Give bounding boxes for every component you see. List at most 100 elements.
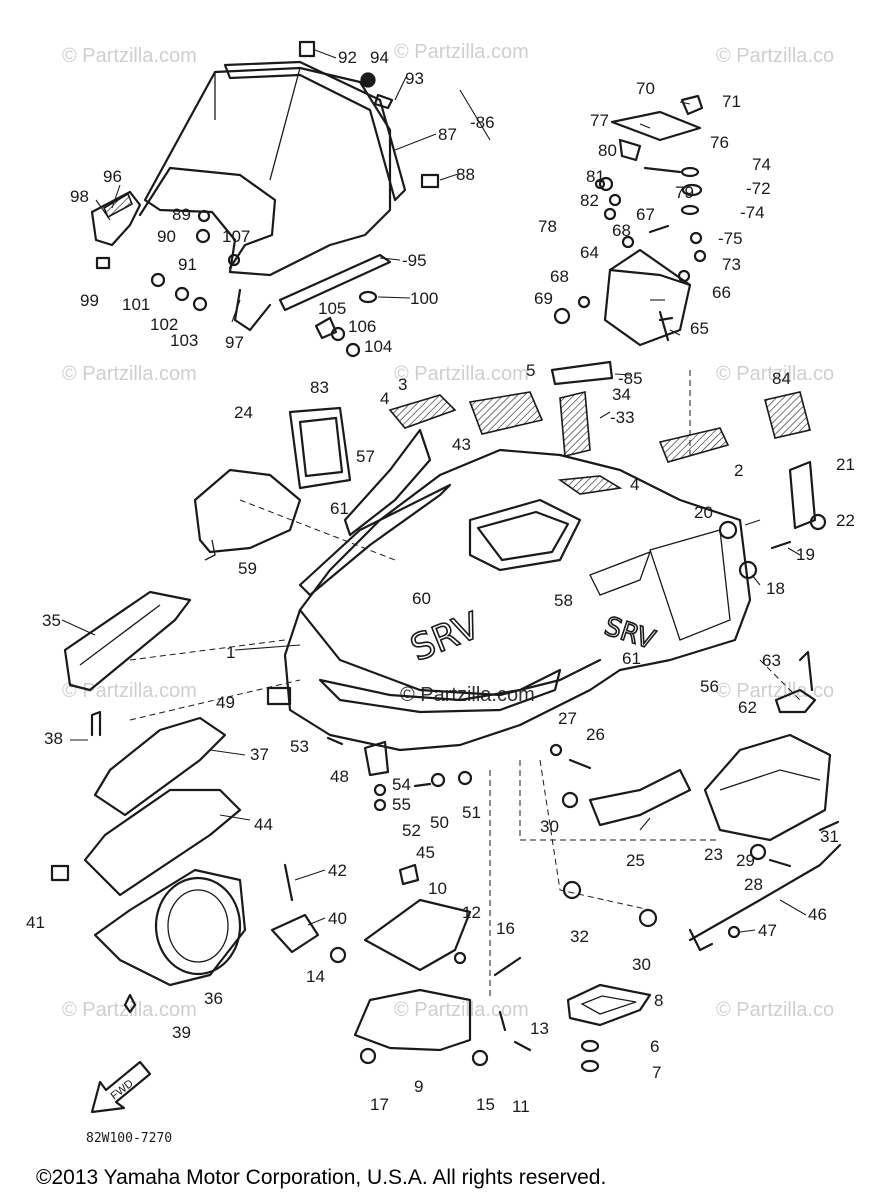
hood-assembly: SRV SRV (193, 360, 827, 752)
damper-40 (270, 913, 320, 954)
callout-68a: 68 (612, 221, 631, 240)
nut-7 (580, 1059, 600, 1073)
plate-44 (83, 788, 242, 897)
callout-84: 84 (772, 369, 791, 388)
windshield-frame (138, 166, 277, 270)
washer-50 (430, 772, 446, 788)
callout-1: 1 (226, 643, 235, 662)
screw-101 (150, 272, 166, 288)
air-vent-2 (658, 427, 730, 463)
grommet-66 (677, 269, 691, 283)
callout-68b: 68 (550, 267, 569, 286)
rod-65 (658, 310, 674, 342)
callout-59: 59 (238, 559, 257, 578)
grommet-32 (562, 880, 582, 900)
callout-39: 39 (172, 1023, 191, 1042)
hood-shell (283, 448, 752, 752)
nut-91 (195, 228, 211, 244)
washer-54 (373, 783, 387, 797)
clip-49 (266, 686, 292, 706)
callout-14: 14 (306, 967, 325, 986)
callout-6: 6 (650, 1037, 659, 1056)
callout-32: 32 (570, 927, 589, 946)
callout-37: 37 (250, 745, 269, 764)
clip-98 (233, 288, 272, 332)
callout-69: 69 (534, 289, 553, 308)
callout-58: 58 (554, 591, 573, 610)
callout-12: 12 (462, 903, 481, 922)
callout-91: 91 (178, 255, 197, 274)
callout-47: 47 (758, 921, 777, 940)
callout-46: 46 (808, 905, 827, 924)
center-watermark: © Partzilla.com (400, 684, 535, 706)
callout-4a: 4 (380, 389, 389, 408)
nut-22 (809, 513, 827, 531)
knob-71 (680, 94, 704, 116)
callout-83: 83 (310, 378, 329, 397)
callout-92: 92 (338, 48, 357, 67)
fwd-arrow: FWD (90, 1060, 152, 1114)
callout-30b: 30 (632, 955, 651, 974)
washer-107 (227, 253, 241, 267)
nut-73 (693, 249, 707, 263)
callout-82: 82 (580, 191, 599, 210)
callout-80: 80 (598, 141, 617, 160)
callout-75: -75 (718, 229, 743, 248)
plate-37 (93, 716, 227, 817)
callout-7: 7 (652, 1063, 661, 1082)
callout-106: 106 (348, 317, 376, 336)
washer-12 (453, 951, 467, 965)
console-assembly (553, 94, 707, 347)
screw-93 (373, 93, 394, 110)
callout-21: 21 (836, 455, 855, 474)
callout-74a: 74 (752, 155, 771, 174)
bolt-11 (513, 1040, 532, 1052)
nut-69 (553, 307, 571, 325)
callout-78: 78 (538, 217, 557, 236)
callout-35: 35 (42, 611, 61, 630)
callout-5: 5 (526, 361, 535, 380)
air-vent-34 (559, 391, 591, 457)
callout-74b: -74 (740, 203, 765, 222)
spacer-72 (681, 183, 703, 197)
side-cover-24 (193, 468, 302, 554)
callout-4b: 4 (630, 475, 639, 494)
side-duct-35 (63, 590, 192, 692)
bolt-52 (413, 782, 432, 788)
clip (102, 192, 134, 219)
callout-60: 60 (412, 589, 431, 608)
mount (618, 138, 642, 162)
callout-49: 49 (216, 693, 235, 712)
side-vent (589, 550, 652, 596)
grommet-20 (718, 520, 738, 540)
leader-lines (61, 49, 807, 933)
callout-36: 36 (204, 989, 223, 1008)
callout-18: 18 (766, 579, 785, 598)
washer-75 (689, 231, 703, 245)
washer-90 (197, 209, 211, 223)
bolt-28 (768, 858, 792, 868)
gauge-bezel-83 (288, 406, 352, 490)
bolt-42 (283, 863, 294, 902)
callout-85: -85 (618, 369, 643, 388)
stripe-57 (343, 428, 432, 537)
callout-29: 29 (736, 851, 755, 870)
diagram-code: 82W100-7270 (86, 1131, 172, 1146)
callout-17: 17 (370, 1095, 389, 1114)
grommet-100 (358, 290, 378, 304)
washer-68 (621, 235, 635, 249)
callout-27: 27 (558, 709, 577, 728)
callout-40: 40 (328, 909, 347, 928)
washer-29 (749, 843, 767, 861)
callout-61b: 61 (622, 649, 641, 668)
clip-99 (95, 256, 111, 270)
callout-13: 13 (530, 1019, 549, 1038)
bolt-19 (770, 540, 792, 550)
pin-63 (798, 650, 814, 692)
callout-93: 93 (405, 69, 424, 88)
callout-31: 31 (820, 827, 839, 846)
callout-3: 3 (398, 375, 407, 394)
callout-72: -72 (746, 179, 771, 198)
plate-84 (764, 391, 811, 439)
bracket (90, 190, 142, 247)
